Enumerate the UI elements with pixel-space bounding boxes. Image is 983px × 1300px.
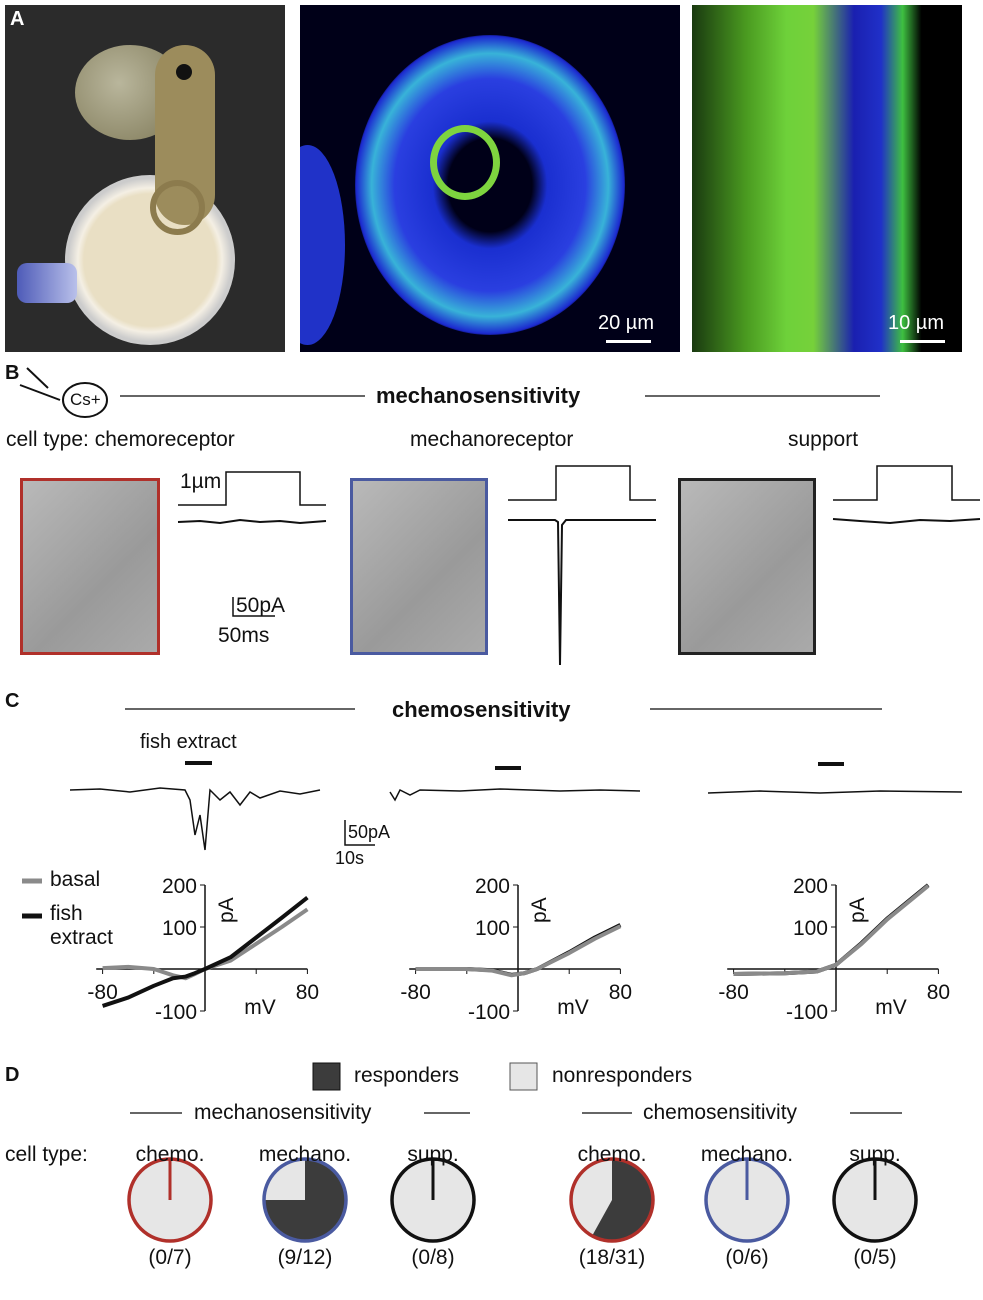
scale-bar xyxy=(606,340,651,343)
x-tick-label: 80 xyxy=(609,981,632,1004)
row-label-cell-type: cell type: xyxy=(5,1143,88,1166)
x-tick-label: 80 xyxy=(927,981,950,1004)
support-cell-image xyxy=(678,478,816,655)
pie-chemo xyxy=(569,1157,655,1243)
iv-plot: 200 100 -100 -80 80 mV pA xyxy=(718,875,950,1024)
legend-nonresponders: nonresponders xyxy=(552,1064,693,1087)
x-tick-label: -80 xyxy=(718,981,748,1004)
series-fish-extract xyxy=(733,883,930,977)
y-tick-label: 100 xyxy=(162,917,197,940)
scale-time-label: 50ms xyxy=(218,624,270,647)
y-axis-label: pA xyxy=(528,897,551,923)
panel-label-a: A xyxy=(10,8,25,30)
pie-chemo xyxy=(127,1157,213,1243)
y-tick-label: -100 xyxy=(468,1001,510,1024)
epithelium-confocal-image xyxy=(692,5,962,352)
legend-responders: responders xyxy=(354,1064,460,1087)
scale-current-label: 50pA xyxy=(236,594,286,617)
x-axis-label: mV xyxy=(875,996,907,1019)
series-basal xyxy=(733,884,930,977)
pie-border xyxy=(390,1157,476,1243)
y-tick-label: 200 xyxy=(162,875,197,898)
pie-mechano xyxy=(262,1157,348,1243)
y-tick-label: 200 xyxy=(793,875,828,898)
sucker-confocal-image xyxy=(300,5,680,352)
x-axis-label: mV xyxy=(557,996,589,1019)
panel-label-b: B xyxy=(5,362,20,384)
chemoreceptor-cell-image xyxy=(20,478,160,655)
pie-responders xyxy=(264,1159,346,1241)
pie-fraction-label: (0/5) xyxy=(853,1246,897,1269)
pie-border xyxy=(704,1157,790,1243)
y-tick-label: 100 xyxy=(475,917,510,940)
chemosensitivity-title: chemosensitivity xyxy=(392,697,571,722)
scale-bars xyxy=(232,597,375,846)
y-axis-label: pA xyxy=(215,897,238,923)
x-tick-label: -80 xyxy=(400,981,430,1004)
group-heading-mechanosensitivity: mechanosensitivity xyxy=(194,1101,372,1124)
scale-bar-label-10um: 10 µm xyxy=(888,312,944,334)
stimulus-steps xyxy=(178,465,980,506)
chemo-traces xyxy=(69,787,963,851)
series-fish-extract xyxy=(101,896,309,1008)
pie-fraction-label: (0/6) xyxy=(725,1246,769,1269)
scale-bar-label-20um: 20 µm xyxy=(598,312,654,334)
iv-plot: 200 100 -100 -80 80 mV pA xyxy=(87,875,319,1024)
pie-responders xyxy=(592,1159,653,1241)
stimulus-label: fish extract xyxy=(140,731,237,753)
octopus-photo xyxy=(5,5,285,352)
pie-supp xyxy=(390,1157,476,1243)
group-heading-chemosensitivity: chemosensitivity xyxy=(643,1101,798,1124)
legend-basal: basal xyxy=(50,868,101,891)
stimulus-bars xyxy=(185,761,844,770)
pie-supp xyxy=(832,1157,918,1243)
pie-border xyxy=(127,1157,213,1243)
scale-time-label: 10s xyxy=(335,848,365,868)
pie-border xyxy=(832,1157,918,1243)
mechanoreceptor-cell-image xyxy=(350,478,488,655)
pie-cell-label: supp. xyxy=(849,1143,901,1166)
x-tick-label: -80 xyxy=(87,981,117,1004)
pie-cell-label: mechano. xyxy=(258,1143,352,1166)
stimulus-label: 1µm xyxy=(180,470,222,493)
panel-label-c: C xyxy=(5,690,20,712)
iv-plot: 200 100 -100 -80 80 mV pA xyxy=(400,875,632,1024)
pie-cell-label: chemo. xyxy=(135,1143,205,1166)
scale-bar xyxy=(900,340,945,343)
pie-fraction-label: (9/12) xyxy=(277,1246,333,1269)
cell-type-mechanoreceptor: mechanoreceptor xyxy=(410,428,574,451)
y-tick-label: 200 xyxy=(475,875,510,898)
x-axis-label: mV xyxy=(244,996,276,1019)
cell-type-chemoreceptor: cell type: chemoreceptor xyxy=(6,428,235,451)
current-responses xyxy=(177,518,981,666)
pie-fraction-label: (0/7) xyxy=(148,1246,192,1269)
y-axis-label: pA xyxy=(846,897,869,923)
pie-cell-label: mechano. xyxy=(700,1143,794,1166)
electrode-ion-label: Cs+ xyxy=(70,390,101,409)
series-basal xyxy=(415,924,622,978)
pie-mechano xyxy=(704,1157,790,1243)
cell-type-support: support xyxy=(788,428,859,451)
legend-swatches xyxy=(22,878,42,919)
pie-cell-label: chemo. xyxy=(577,1143,647,1166)
pie-charts xyxy=(127,1157,918,1243)
pie-cell-label: supp. xyxy=(407,1143,459,1166)
legend-squares xyxy=(312,1062,538,1091)
pie-fraction-label: (0/8) xyxy=(411,1246,455,1269)
y-tick-label: -100 xyxy=(155,1001,197,1024)
y-tick-label: 100 xyxy=(793,917,828,940)
y-tick-label: -100 xyxy=(786,1001,828,1024)
panel-label-d: D xyxy=(5,1064,20,1086)
pie-fraction-label: (18/31) xyxy=(578,1246,646,1269)
pie-border xyxy=(569,1157,655,1243)
legend-fish-extract: fish extract xyxy=(50,902,114,949)
electrode-icon xyxy=(19,367,108,418)
x-tick-label: 80 xyxy=(296,981,319,1004)
mechanosensitivity-title: mechanosensitivity xyxy=(376,383,581,408)
pie-border xyxy=(262,1157,348,1243)
scale-current-label: 50pA xyxy=(348,822,391,842)
title-rules xyxy=(120,395,902,1114)
